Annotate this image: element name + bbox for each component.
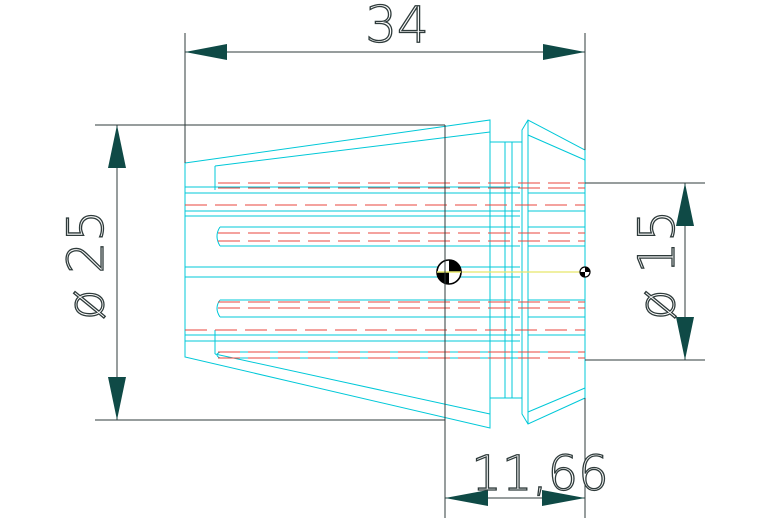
inner-diameter-label: ø 15 [628, 210, 686, 320]
dimension-arrows [108, 44, 694, 506]
outer-diameter-label: ø 25 [57, 210, 115, 320]
offset-length-label: 11,66 [471, 446, 608, 502]
center-of-mass-icon [436, 259, 462, 285]
center-of-mass-icon [579, 266, 591, 278]
hidden-lines [185, 182, 585, 359]
overall-length-label: 34 [365, 0, 429, 54]
